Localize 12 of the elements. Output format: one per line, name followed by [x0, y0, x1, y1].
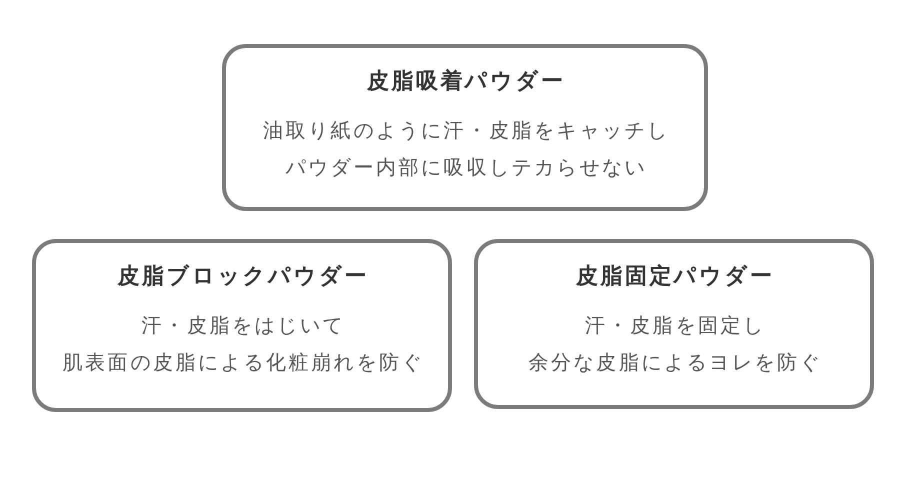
process-box [474, 239, 874, 409]
box-description: 汗・皮脂を固定し [584, 312, 766, 339]
box-description: 肌表面の皮脂による化粧崩れを防ぐ [61, 349, 424, 376]
box-heading: 皮脂吸着パウダー [366, 68, 566, 96]
box-description: パウダー内部に吸収しテカらせない [284, 154, 648, 181]
box-description: 汗・皮脂をはじいて [140, 312, 345, 339]
process-box [32, 239, 452, 412]
box-description: 油取り紙のように汗・皮脂をキャッチし [262, 117, 670, 144]
box-heading: 皮脂固定パウダー [574, 262, 774, 291]
box-description: 余分な皮脂によるヨレを防ぐ [527, 349, 822, 376]
box-heading: 皮脂ブロックパウダー [116, 263, 369, 291]
process-box [222, 44, 708, 211]
